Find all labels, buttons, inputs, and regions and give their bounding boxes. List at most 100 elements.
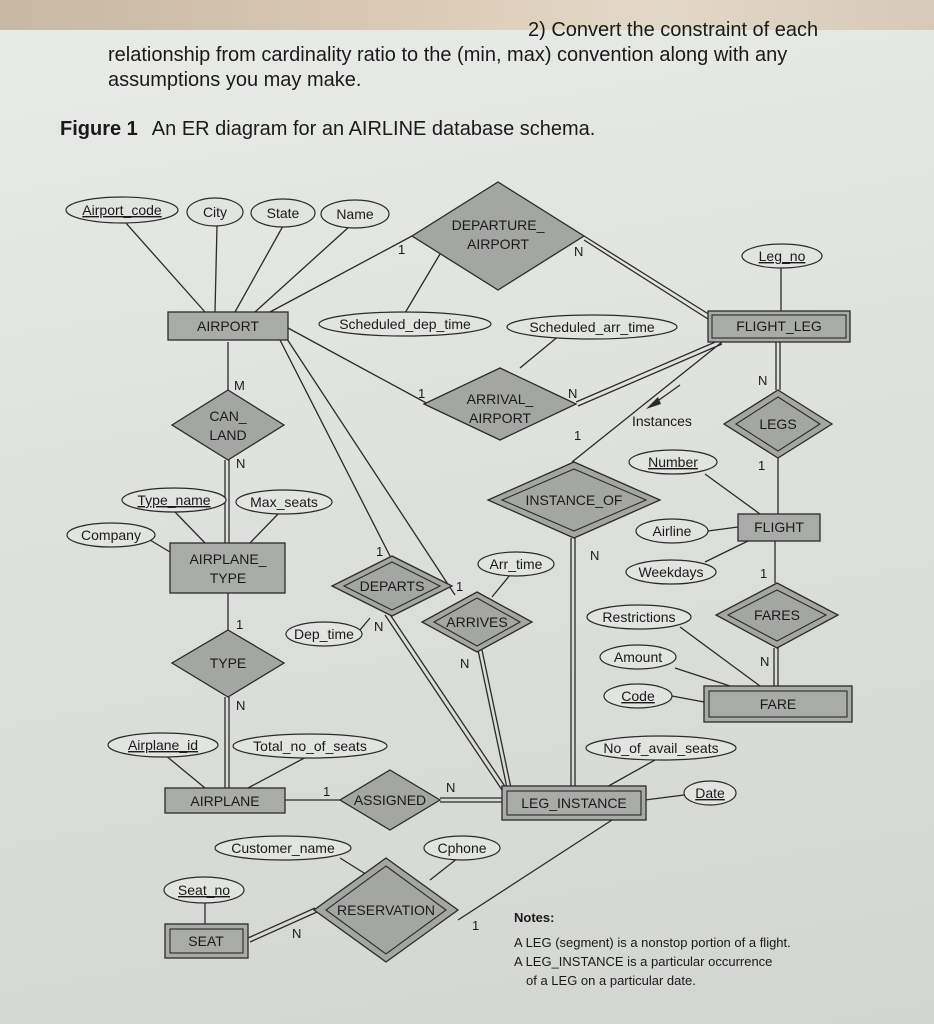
attribute-total-no-of-seats: Total_no_of_seats [232,733,388,759]
svg-text:AIRPORT: AIRPORT [197,318,259,334]
attribute-weekdays: Weekdays [625,559,717,585]
svg-text:RESERVATION: RESERVATION [337,902,435,918]
card-reservation-n: N [292,926,301,941]
relationship-legs: LEGS [722,389,834,459]
svg-text:Date: Date [695,785,725,801]
svg-text:Company: Company [81,527,141,543]
card-instance-of-n: N [590,548,599,563]
relationship-departure-airport: DEPARTURE_ AIRPORT [410,181,586,291]
relationship-departs: DEPARTS [330,555,454,617]
svg-text:AIRPORT: AIRPORT [467,236,529,252]
card-fares-n: N [760,654,769,669]
card-can-land-m: M [234,378,245,393]
svg-text:Seat_no: Seat_no [178,882,230,898]
question-line-3: assumptions you may make. [108,69,362,91]
svg-text:ASSIGNED: ASSIGNED [354,792,426,808]
svg-text:Arr_time: Arr_time [490,556,543,572]
connector-lines [124,221,782,943]
svg-text:INSTANCE_OF: INSTANCE_OF [526,492,623,508]
attribute-scheduled-arr-time: Scheduled_arr_time [506,314,678,340]
entity-seat: SEAT [164,923,249,959]
svg-text:Restrictions: Restrictions [602,609,675,625]
card-fares-1: 1 [760,566,767,581]
svg-text:TYPE: TYPE [210,570,247,586]
svg-text:Dep_time: Dep_time [294,626,354,642]
cardinality-labels: 1 N 1 N M N N 1 1 N 1 N 1 N 1 N 1 N 1 N … [234,242,769,941]
notes: Notes: A LEG (segment) is a nonstop port… [514,910,791,988]
svg-text:Scheduled_dep_time: Scheduled_dep_time [339,316,471,332]
card-departs-n: N [374,619,383,634]
card-arrives-1: 1 [456,579,463,594]
notes-line-3: of a LEG on a particular date. [526,973,696,988]
notes-line-1: A LEG (segment) is a nonstop portion of … [514,935,791,950]
svg-text:Total_no_of_seats: Total_no_of_seats [253,738,367,754]
attribute-state: State [250,198,316,228]
card-arr-airport-n: N [568,386,577,401]
attribute-dep-time: Dep_time [285,621,363,647]
question-line-2: relationship from cardinality ratio to t… [108,44,788,66]
instances-label: Instances [632,413,692,429]
svg-text:Customer_name: Customer_name [231,840,335,856]
figure-title: An ER diagram for an AIRLINE database sc… [151,118,596,140]
question-line-1: 2) Convert the constraint of each [528,19,819,41]
attribute-airplane-id: Airplane_id [107,732,219,758]
card-type-n: N [236,698,245,713]
svg-text:Airplane_id: Airplane_id [128,737,198,753]
attribute-customer-name: Customer_name [214,835,352,861]
attribute-leg-no: Leg_no [741,243,823,269]
svg-text:Airline: Airline [653,523,692,539]
entity-airplane-type: AIRPLANE_ TYPE [169,542,286,594]
card-can-land-n: N [236,456,245,471]
svg-text:Scheduled_arr_time: Scheduled_arr_time [529,319,655,335]
relationship-fares: FARES [714,582,840,649]
card-legs-n: N [758,373,767,388]
svg-text:DEPARTURE_: DEPARTURE_ [452,217,545,233]
figure-number: Figure 1 [60,118,138,140]
svg-text:ARRIVAL_: ARRIVAL_ [467,391,534,407]
svg-text:SEAT: SEAT [188,933,224,949]
entity-flight-leg: FLIGHT_LEG [707,310,851,343]
svg-text:LEGS: LEGS [759,416,796,432]
svg-text:FLIGHT_LEG: FLIGHT_LEG [736,318,822,334]
attribute-company: Company [66,522,156,548]
card-type-1: 1 [236,617,243,632]
attribute-seat-no: Seat_no [163,876,245,904]
entity-leg-instance: LEG_INSTANCE [501,785,647,821]
relationship-reservation: RESERVATION [312,857,460,963]
attribute-number: Number [628,449,718,475]
card-dep-airport-n: N [574,244,583,259]
attribute-airport-code: Airport_code [65,196,179,224]
card-dep-airport-1: 1 [398,242,405,257]
entity-airplane: AIRPLANE [164,787,286,814]
figure-caption: Figure 1 An ER diagram for an AIRLINE dat… [60,118,595,141]
instances-arrow-head [646,397,661,409]
card-arrives-n: N [460,656,469,671]
svg-text:FARES: FARES [754,607,800,623]
top-edge-strip [0,0,934,30]
notes-heading: Notes: [514,910,554,925]
attribute-city: City [186,197,244,227]
svg-text:Leg_no: Leg_no [759,248,806,264]
svg-text:LAND: LAND [209,427,246,443]
entity-flight: FLIGHT [737,513,821,542]
card-assigned-n: N [446,780,455,795]
attribute-arr-time: Arr_time [477,551,555,577]
svg-text:ARRIVES: ARRIVES [446,614,507,630]
svg-text:DEPARTS: DEPARTS [360,578,425,594]
attribute-type-name: Type_name [121,487,227,513]
attribute-airline: Airline [635,518,709,544]
card-assigned-1: 1 [323,784,330,799]
notes-line-2: A LEG_INSTANCE is a particular occurrenc… [514,954,772,969]
attribute-date: Date [683,780,737,806]
relationship-assigned: ASSIGNED [338,769,442,831]
svg-text:Max_seats: Max_seats [250,494,318,510]
relationship-arrives: ARRIVES [420,591,534,653]
relationship-instance-of: INSTANCE_OF [486,461,662,539]
card-departs-1: 1 [376,544,383,559]
svg-text:LEG_INSTANCE: LEG_INSTANCE [521,795,627,811]
attribute-no-of-avail-seats: No_of_avail_seats [585,735,737,761]
svg-text:Amount: Amount [614,649,662,665]
svg-text:Name: Name [336,206,374,222]
svg-text:Airport_code: Airport_code [82,202,162,218]
svg-text:Number: Number [648,454,698,470]
